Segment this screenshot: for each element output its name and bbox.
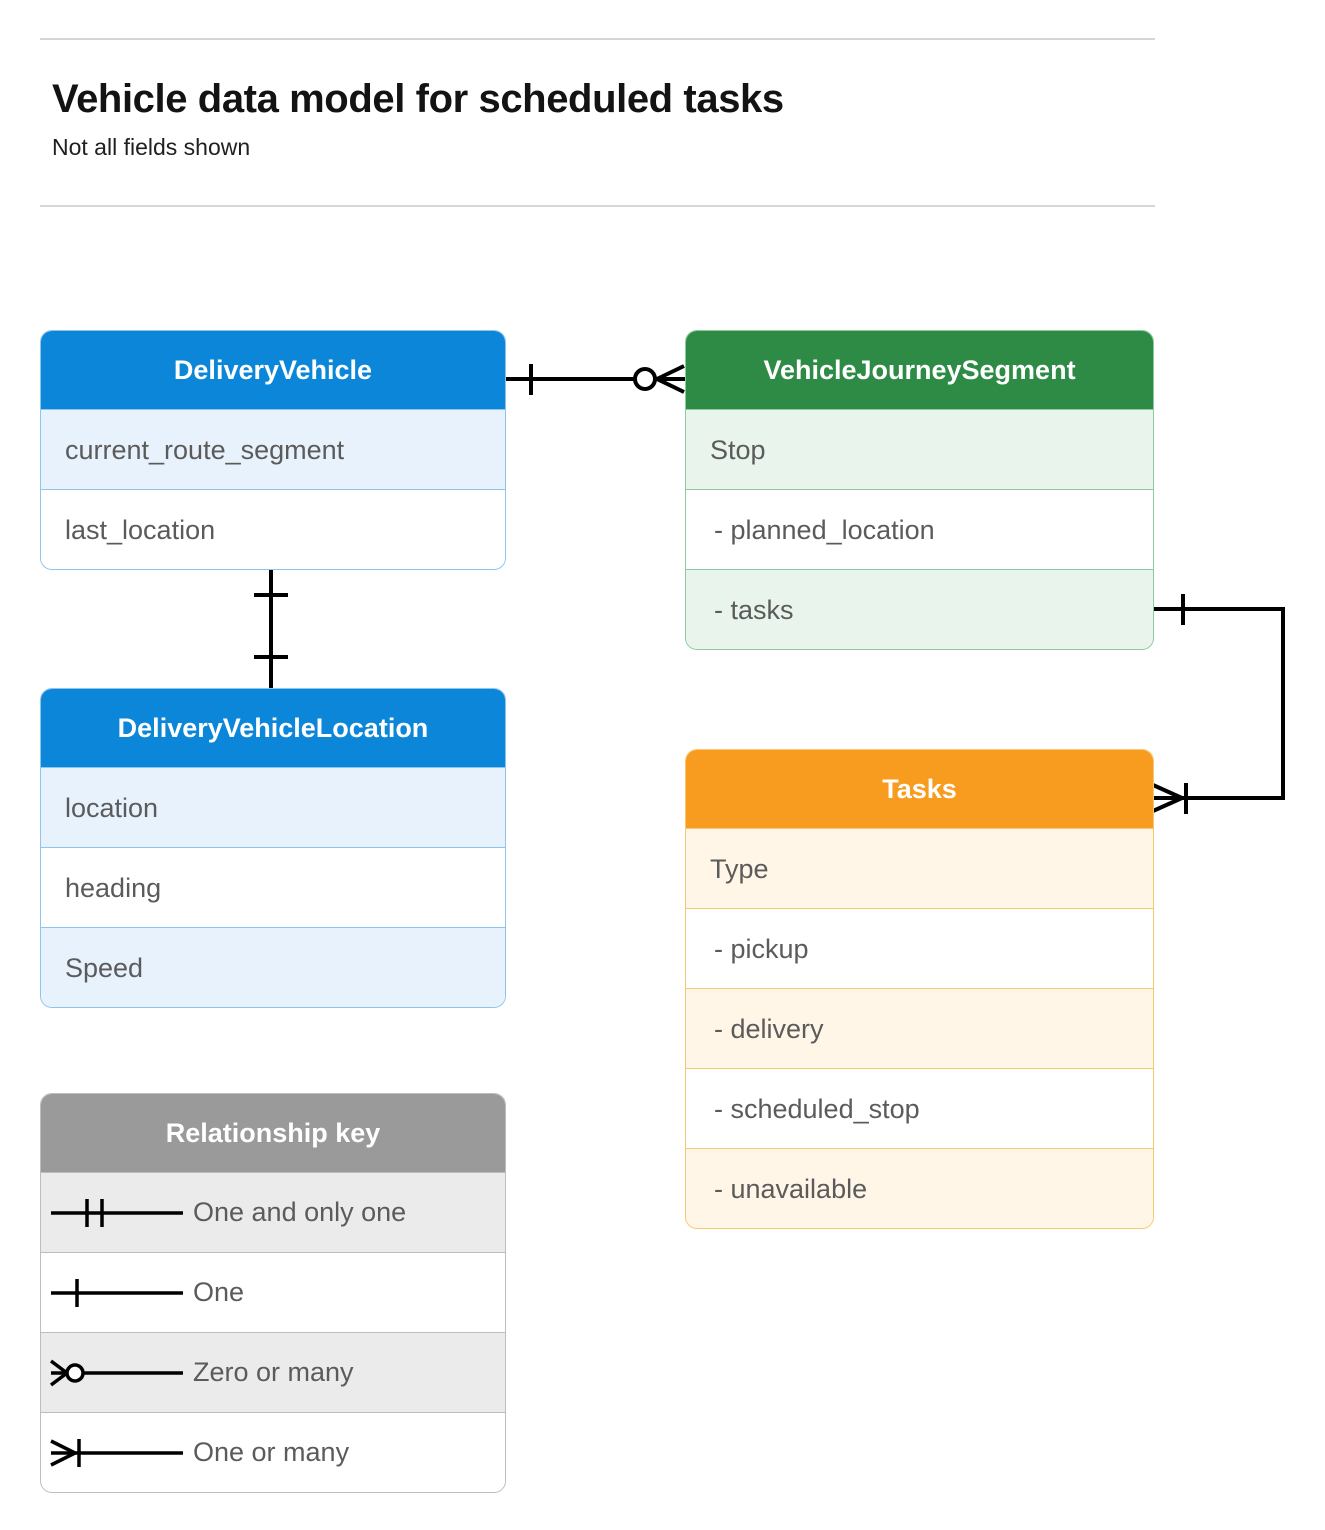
zero-or-many-icon (41, 1333, 193, 1412)
legend-item-zero-or-many-label: Zero or many (193, 1357, 354, 1387)
connector-dv-vjs-crow-bot (656, 377, 685, 394)
legend-item-one-and-only-one-label: One and only one (193, 1197, 407, 1227)
one-or-many-icon (41, 1413, 193, 1492)
connector-dv-vjs-crow-top (656, 364, 685, 381)
legend-item-one-or-many-label: One or many (193, 1437, 350, 1467)
entity-tasks-field-pickup: - pickup (686, 908, 1153, 988)
entity-tasks[interactable]: Tasks Type - pickup - delivery - schedul… (685, 749, 1154, 1229)
page-subtitle: Not all fields shown (52, 134, 251, 160)
entity-vehicle-journey-segment-title: VehicleJourneySegment (686, 331, 1153, 409)
entity-tasks-field-type: Type (686, 828, 1153, 908)
relationship-key-title: Relationship key (41, 1094, 505, 1172)
relationship-key-legend: Relationship key One and only one One (40, 1093, 506, 1493)
entity-tasks-field-delivery: - delivery (686, 988, 1153, 1068)
connector-dv-vjs-zero-circle (633, 367, 657, 391)
entity-delivery-vehicle-location-field-heading: heading (41, 847, 505, 927)
entity-tasks-field-scheduled-stop: - scheduled_stop (686, 1068, 1153, 1148)
legend-item-one-or-many: One or many (41, 1412, 505, 1492)
entity-vehicle-journey-segment[interactable]: VehicleJourneySegment Stop - planned_loc… (685, 330, 1154, 650)
entity-vehicle-journey-segment-field-planned-location: - planned_location (686, 489, 1153, 569)
page-title: Vehicle data model for scheduled tasks (52, 77, 784, 121)
entity-delivery-vehicle-title: DeliveryVehicle (41, 331, 505, 409)
header-divider-top (40, 38, 1155, 40)
entity-vehicle-journey-segment-field-tasks: - tasks (686, 569, 1153, 649)
one-and-only-one-icon (41, 1173, 193, 1252)
entity-delivery-vehicle[interactable]: DeliveryVehicle current_route_segment la… (40, 330, 506, 570)
legend-item-one: One (41, 1252, 505, 1332)
entity-delivery-vehicle-location-field-speed: Speed (41, 927, 505, 1007)
connector-tasks-crow-top (1152, 783, 1183, 800)
entity-tasks-title: Tasks (686, 750, 1153, 828)
connector-tasks-crow-bot (1152, 796, 1183, 813)
legend-item-zero-or-many: Zero or many (41, 1332, 505, 1412)
entity-delivery-vehicle-location[interactable]: DeliveryVehicleLocation location heading… (40, 688, 506, 1008)
entity-delivery-vehicle-field-last-location: last_location (41, 489, 505, 569)
entity-delivery-vehicle-location-field-location: location (41, 767, 505, 847)
legend-item-one-label: One (193, 1277, 245, 1307)
header-divider-bottom (40, 205, 1155, 207)
entity-delivery-vehicle-location-title: DeliveryVehicleLocation (41, 689, 505, 767)
entity-tasks-field-unavailable: - unavailable (686, 1148, 1153, 1228)
entity-vehicle-journey-segment-field-stop: Stop (686, 409, 1153, 489)
one-icon (41, 1253, 193, 1332)
connector-vjs-tasks-path (1153, 607, 1285, 800)
entity-delivery-vehicle-field-current-route-segment: current_route_segment (41, 409, 505, 489)
legend-item-one-and-only-one: One and only one (41, 1172, 505, 1252)
